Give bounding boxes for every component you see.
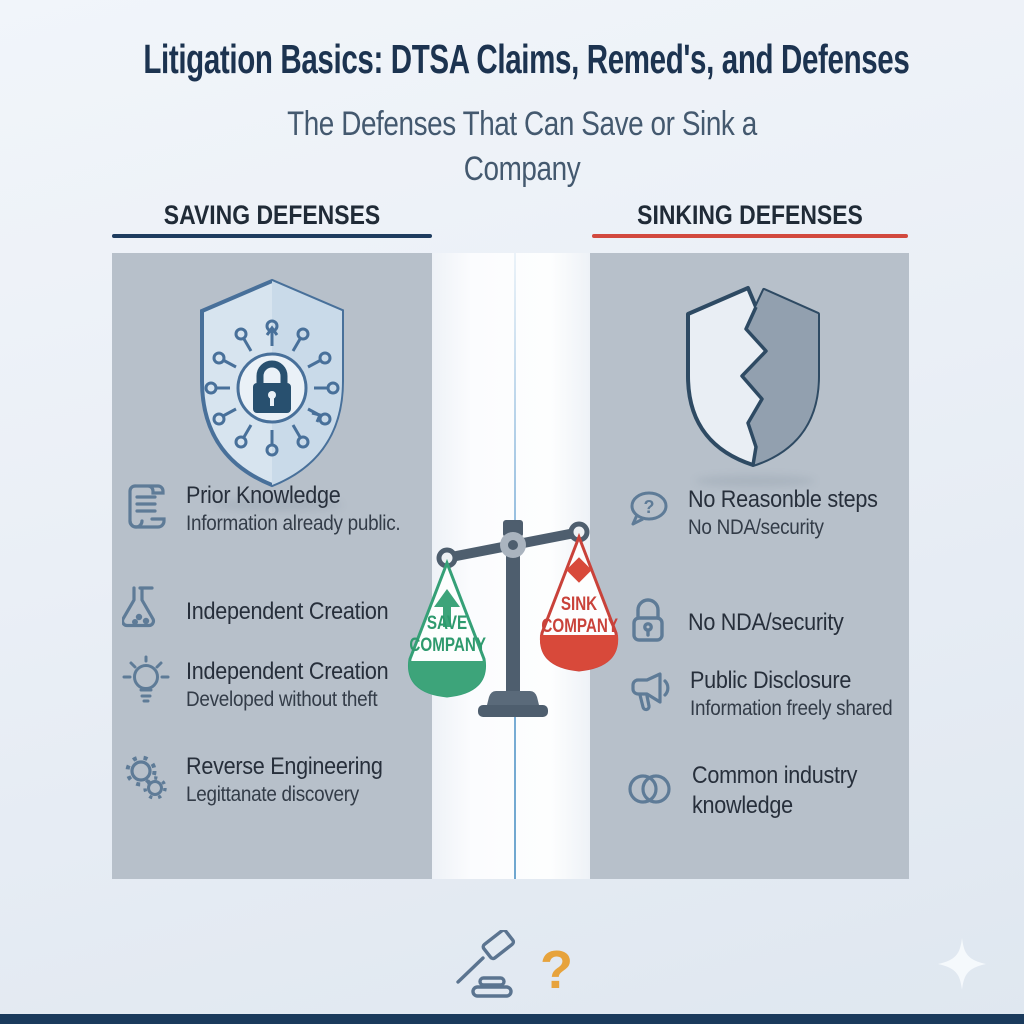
sink-label-line2: COMPANY bbox=[541, 616, 618, 637]
padlock-icon bbox=[624, 595, 672, 650]
scroll-icon bbox=[122, 481, 170, 538]
list-item: No NDA/security bbox=[624, 595, 958, 650]
up-arrow-icon bbox=[434, 589, 460, 607]
sinking-panel: ? No Reasonble steps No NDA/security No … bbox=[590, 253, 909, 879]
shield-lock-network-icon bbox=[192, 273, 352, 493]
item-title: Independent Creation bbox=[186, 658, 389, 686]
save-company-label: SAVE COMPANY bbox=[409, 613, 486, 657]
list-item: ? No Reasonble steps No NDA/security bbox=[624, 485, 958, 541]
diamond-icon bbox=[566, 557, 592, 583]
question-bubble-icon: ? bbox=[624, 487, 672, 540]
lightbulb-icon bbox=[122, 655, 170, 716]
sink-label-line1: SINK bbox=[560, 594, 598, 615]
shield-shadow bbox=[212, 498, 342, 512]
question-mark-icon: ? bbox=[540, 939, 573, 1000]
item-subtitle: No NDA/security bbox=[688, 516, 824, 539]
bottom-navy-bar bbox=[0, 1014, 1024, 1024]
saving-defenses-header: SAVING DEFENSES bbox=[163, 200, 381, 230]
item-title: Public Disclosure bbox=[690, 667, 852, 694]
balance-scale bbox=[407, 520, 619, 717]
question-glyph: ? bbox=[644, 497, 655, 517]
item-title: Independent Creation bbox=[186, 597, 389, 625]
item-title: Reverse Engineering bbox=[186, 753, 383, 781]
shield-shadow bbox=[695, 475, 815, 487]
list-item: Prior Knowledge Information already publ… bbox=[122, 481, 456, 538]
list-item: Public Disclosure Information freely sha… bbox=[624, 666, 960, 722]
item-title: Prior Knowledge bbox=[186, 482, 341, 510]
item-title: No NDA/security bbox=[688, 608, 844, 636]
sinking-header-underline bbox=[592, 234, 908, 238]
saving-panel: Prior Knowledge Information already publ… bbox=[112, 253, 432, 879]
item-subtitle: Developed without theft bbox=[186, 688, 378, 712]
save-label-line2: COMPANY bbox=[409, 635, 486, 656]
footer-icons: ? bbox=[446, 928, 573, 1007]
flask-icon bbox=[120, 583, 170, 640]
gavel-icon bbox=[446, 928, 534, 1007]
item-title: Common industry knowledge bbox=[692, 762, 858, 819]
save-label-line1: SAVE bbox=[426, 613, 468, 634]
list-item: Reverse Engineering Legittanate discover… bbox=[122, 752, 456, 809]
list-item: Independent Creation Developed without t… bbox=[122, 655, 456, 716]
megaphone-icon bbox=[624, 667, 674, 722]
item-title: No Reasonble steps bbox=[688, 486, 878, 513]
page-subtitle: The Defenses That Can Save or Sink a Com… bbox=[287, 105, 757, 188]
sinking-defenses-header: SINKING DEFENSES bbox=[637, 200, 863, 230]
item-subtitle: Information already public. bbox=[186, 512, 401, 536]
saving-header-underline bbox=[112, 234, 432, 238]
page-title: Litigation Basics: DTSA Claims, Remed's,… bbox=[143, 36, 910, 82]
gears-icon bbox=[122, 752, 170, 809]
item-subtitle: Information freely shared bbox=[690, 697, 893, 720]
list-item: Independent Creation bbox=[120, 583, 456, 640]
item-subtitle: Legittanate discovery bbox=[186, 783, 359, 807]
venn-circles-icon bbox=[624, 767, 676, 816]
broken-shield-icon bbox=[678, 281, 828, 471]
list-item: Common industry knowledge bbox=[624, 761, 962, 821]
sparkle-icon bbox=[934, 936, 990, 997]
sink-company-label: SINK COMPANY bbox=[541, 594, 618, 638]
